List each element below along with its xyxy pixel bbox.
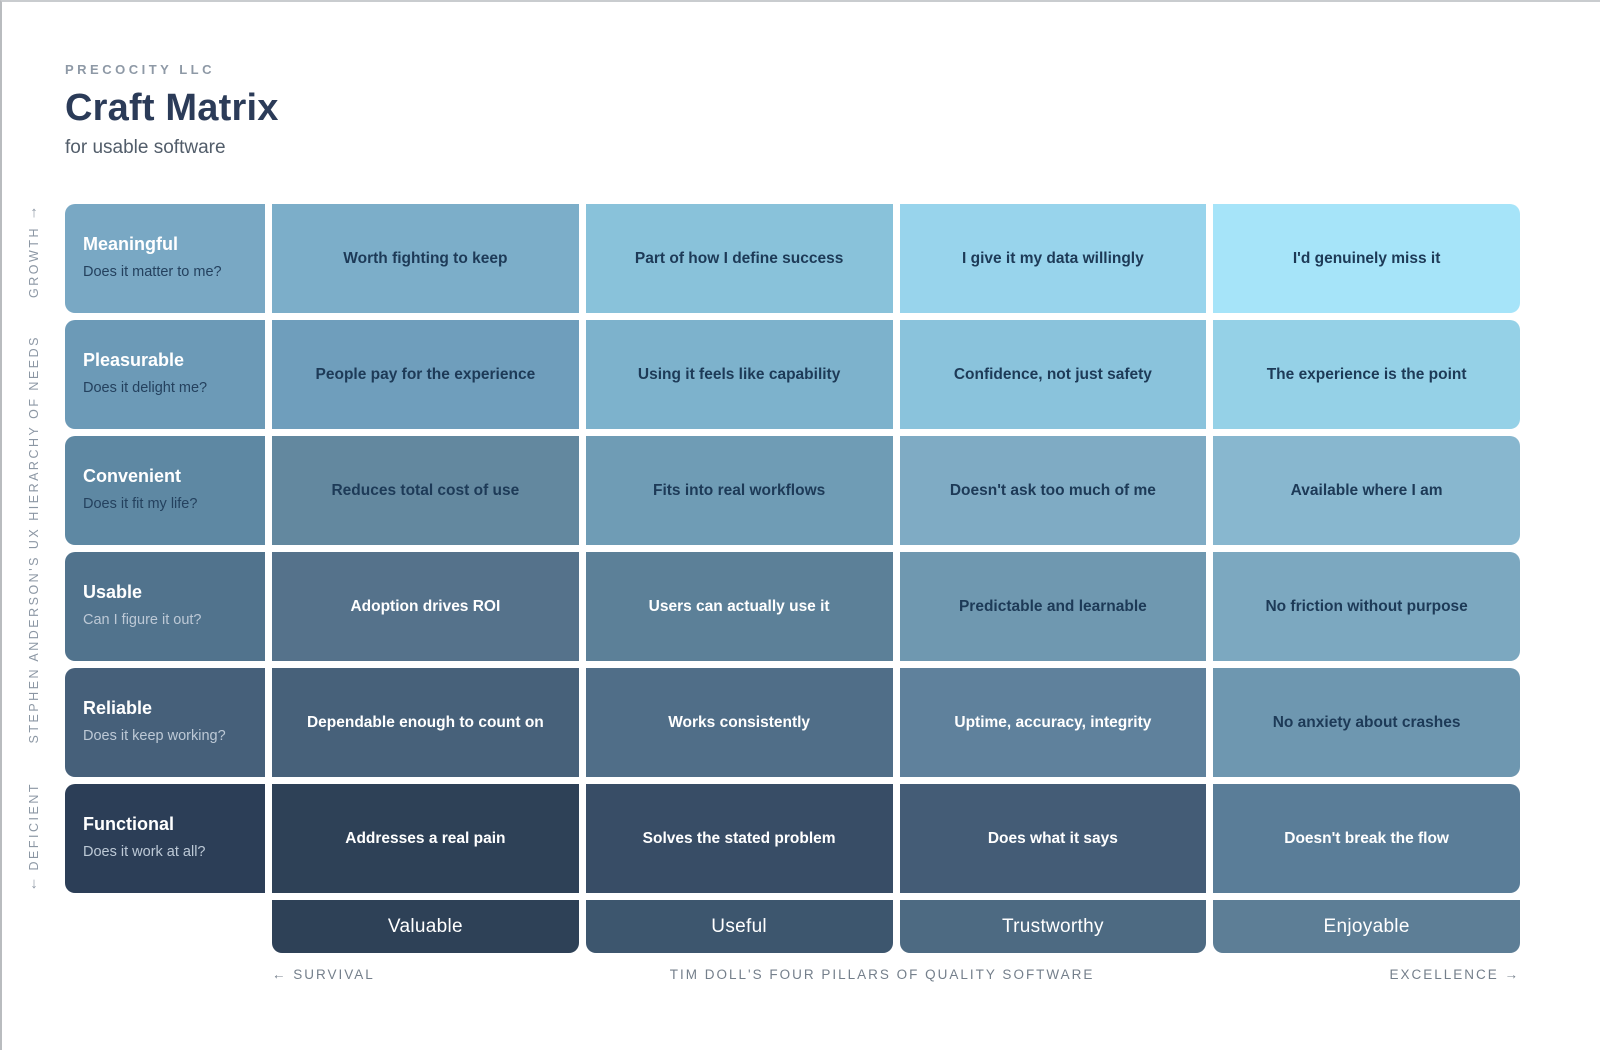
left-axis-hierarchy-label: STEPHEN ANDERSON'S UX HIERARCHY OF NEEDS: [27, 335, 41, 744]
matrix-cell-r4c4: No friction without purpose: [1213, 552, 1520, 661]
row-question: Does it delight me?: [83, 379, 208, 396]
bottom-axis: ← SURVIVAL TIM DOLL'S FOUR PILLARS OF QU…: [272, 967, 1520, 982]
matrix-cell-r6c1: Addresses a real pain: [272, 784, 579, 893]
row-question: Does it matter to me?: [83, 263, 222, 280]
matrix-cell-r2c3: Confidence, not just safety: [899, 320, 1207, 429]
bottom-axis-pillars-label: TIM DOLL'S FOUR PILLARS OF QUALITY SOFTW…: [669, 967, 1095, 982]
left-axis-growth-label: GROWTH: [27, 226, 41, 298]
pillar-useful: Useful: [585, 900, 893, 953]
matrix-cell-r2c4: The experience is the point: [1213, 320, 1520, 429]
row-title: Usable: [83, 581, 143, 602]
left-axis-deficient: DEFICIENT ↓: [27, 782, 41, 892]
matrix-cell-r5c3: Uptime, accuracy, integrity: [899, 668, 1207, 777]
matrix-cell-r3c2: Fits into real workflows: [585, 436, 893, 545]
matrix-cell-r1c2: Part of how I define success: [585, 204, 893, 313]
matrix-cell-r4c3: Predictable and learnable: [899, 552, 1207, 661]
pillar-enjoyable: Enjoyable: [1213, 900, 1520, 953]
matrix-cell-r6c3: Does what it says: [899, 784, 1207, 893]
row-question: Does it fit my life?: [83, 495, 198, 512]
left-axis: ↑ GROWTH STEPHEN ANDERSON'S UX HIERARCHY…: [20, 204, 48, 892]
left-axis-hierarchy: STEPHEN ANDERSON'S UX HIERARCHY OF NEEDS: [27, 335, 41, 743]
page-title: Craft Matrix: [65, 87, 279, 129]
bottom-axis-excellence-label: EXCELLENCE →: [1389, 967, 1520, 982]
arrow-up-icon: ↑: [30, 204, 38, 221]
pillar-trustworthy: Trustworthy: [899, 900, 1207, 953]
row-question: Does it work at all?: [83, 843, 206, 860]
row-question: Can I figure it out?: [83, 611, 202, 628]
page-subtitle: for usable software: [65, 137, 226, 158]
row-question: Does it keep working?: [83, 727, 226, 744]
matrix-cell-r5c2: Works consistently: [585, 668, 893, 777]
matrix-cell-r4c1: Adoption drives ROI: [272, 552, 579, 661]
matrix-cell-r2c2: Using it feels like capability: [585, 320, 893, 429]
matrix-cell-r1c3: I give it my data willingly: [899, 204, 1207, 313]
matrix-cell-r3c4: Available where I am: [1213, 436, 1520, 545]
row-title: Pleasurable: [83, 349, 185, 370]
row-title: Convenient: [83, 465, 182, 486]
bottom-axis-survival-label: ← SURVIVAL: [272, 967, 375, 982]
arrow-down-icon: ↓: [30, 874, 38, 892]
matrix-cell-r5c1: Dependable enough to count on: [272, 668, 579, 777]
matrix-cell-r1c1: Worth fighting to keep: [272, 204, 579, 313]
row-title: Functional: [83, 813, 174, 834]
left-axis-deficient-label: DEFICIENT: [27, 781, 41, 870]
row-title: Reliable: [83, 697, 153, 718]
matrix-cell-r5c4: No anxiety about crashes: [1213, 668, 1520, 777]
pillar-valuable: Valuable: [272, 900, 579, 953]
matrix-cell-r3c1: Reduces total cost of use: [272, 436, 579, 545]
matrix-cell-r6c4: Doesn't break the flow: [1213, 784, 1520, 893]
footer-spacer: [65, 900, 265, 953]
left-axis-growth: ↑ GROWTH: [27, 204, 41, 298]
matrix-cell-r1c4: I'd genuinely miss it: [1213, 204, 1520, 313]
company-name: PRECOCITY LLC: [65, 62, 215, 77]
page-header: PRECOCITY LLC Craft Matrix for usable so…: [65, 62, 279, 159]
row-title: Meaningful: [83, 233, 178, 254]
matrix-cell-r6c2: Solves the stated problem: [585, 784, 893, 893]
matrix-cell-r3c3: Doesn't ask too much of me: [899, 436, 1207, 545]
matrix-cell-r2c1: People pay for the experience: [272, 320, 579, 429]
matrix-cell-r4c2: Users can actually use it: [585, 552, 893, 661]
